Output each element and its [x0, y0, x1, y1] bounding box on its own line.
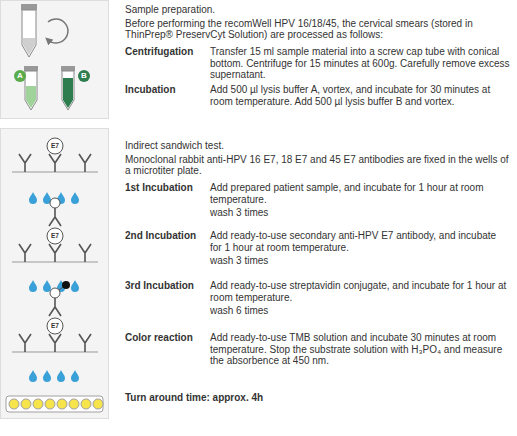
turnaround-note: Turn around time: approx. 4h — [125, 392, 510, 404]
label-slot: Before performing the recomWell HPV 16/1… — [125, 18, 510, 41]
wash-note: wash 3 times — [210, 207, 510, 219]
label-slot: wash 3 times — [210, 207, 510, 219]
rotation-arrow — [48, 19, 68, 43]
step-text: Add prepared patient sample, and incubat… — [210, 182, 510, 205]
intro-text: Monoclonal rabbit anti-HPV 16 E7, 18 E7 … — [125, 154, 510, 177]
label-slot: Indirect sandwich test. — [125, 140, 510, 152]
label-slot: E7 — [47, 318, 63, 334]
label-slot: Color reaction — [125, 332, 207, 344]
label-slot: Monoclonal rabbit anti-HPV 16 E7, 18 E7 … — [125, 154, 510, 177]
label-slot: Add ready-to-use TMB solution and incuba… — [210, 332, 510, 367]
step-label: Centrifugation — [125, 46, 207, 58]
label-slot: A — [14, 70, 26, 82]
panel — [1, 1, 109, 119]
label-slot: Add ready-to-use streptavidin conjugate,… — [210, 280, 510, 303]
label-slot: E7 — [47, 228, 63, 244]
tube-b — [61, 66, 90, 110]
step-label: Incubation — [125, 84, 207, 96]
assay-step-3 — [12, 281, 98, 352]
tube-letter: A — [14, 70, 26, 82]
label-slot: Add 500 µl lysis buffer A, vortex, and i… — [210, 84, 510, 107]
label-slot: Centrifugation — [125, 46, 207, 58]
wash-note: wash 3 times — [210, 255, 510, 267]
step-label: 3rd Incubation — [125, 280, 207, 292]
label-slot: wash 3 times — [210, 255, 510, 267]
wash-note: wash 6 times — [210, 305, 510, 317]
step-label: Color reaction — [125, 332, 207, 344]
label-slot: B — [78, 70, 90, 82]
wash-drops — [29, 370, 79, 382]
heading: Sample preparation. — [125, 4, 510, 16]
label-slot: wash 6 times — [210, 305, 510, 317]
label-slot: 2nd Incubation — [125, 230, 207, 242]
antigen-label: E7 — [47, 318, 63, 334]
label-slot: 3rd Incubation — [125, 280, 207, 292]
assay-step-1 — [12, 138, 98, 172]
tube-a — [14, 66, 38, 110]
label-slot: Sample preparation. — [125, 4, 510, 16]
antigen-label: E7 — [47, 138, 63, 154]
label-slot: Add ready-to-use secondary anti-HPV E7 a… — [210, 230, 510, 253]
panel — [1, 129, 109, 419]
label-slot: Turn around time: approx. 4h — [125, 392, 510, 404]
step-text: Add 500 µl lysis buffer A, vortex, and i… — [210, 84, 510, 107]
label-slot: Transfer 15 ml sample material into a sc… — [210, 46, 510, 81]
step-label: 2nd Incubation — [125, 230, 207, 242]
step-text: Add ready-to-use TMB solution and incuba… — [210, 332, 510, 367]
step-text: Add ready-to-use streptavidin conjugate,… — [210, 280, 510, 303]
tube-letter: B — [78, 70, 90, 82]
step-label: 1st Incubation — [125, 182, 207, 194]
step-text: Transfer 15 ml sample material into a sc… — [210, 46, 510, 81]
intro-text: Before performing the recomWell HPV 16/1… — [125, 18, 510, 41]
label-slot: Incubation — [125, 84, 207, 96]
assay-step-2 — [12, 198, 98, 262]
label-slot: E7 — [47, 138, 63, 154]
antigen-label: E7 — [47, 228, 63, 244]
section-heading: Indirect sandwich test. — [125, 140, 510, 152]
centrifuge-tube — [21, 4, 37, 57]
tmb-wells — [6, 396, 103, 412]
step-text: Add ready-to-use secondary anti-HPV E7 a… — [210, 230, 510, 253]
label-slot: 1st Incubation — [125, 182, 207, 194]
label-slot: Add prepared patient sample, and incubat… — [210, 182, 510, 205]
